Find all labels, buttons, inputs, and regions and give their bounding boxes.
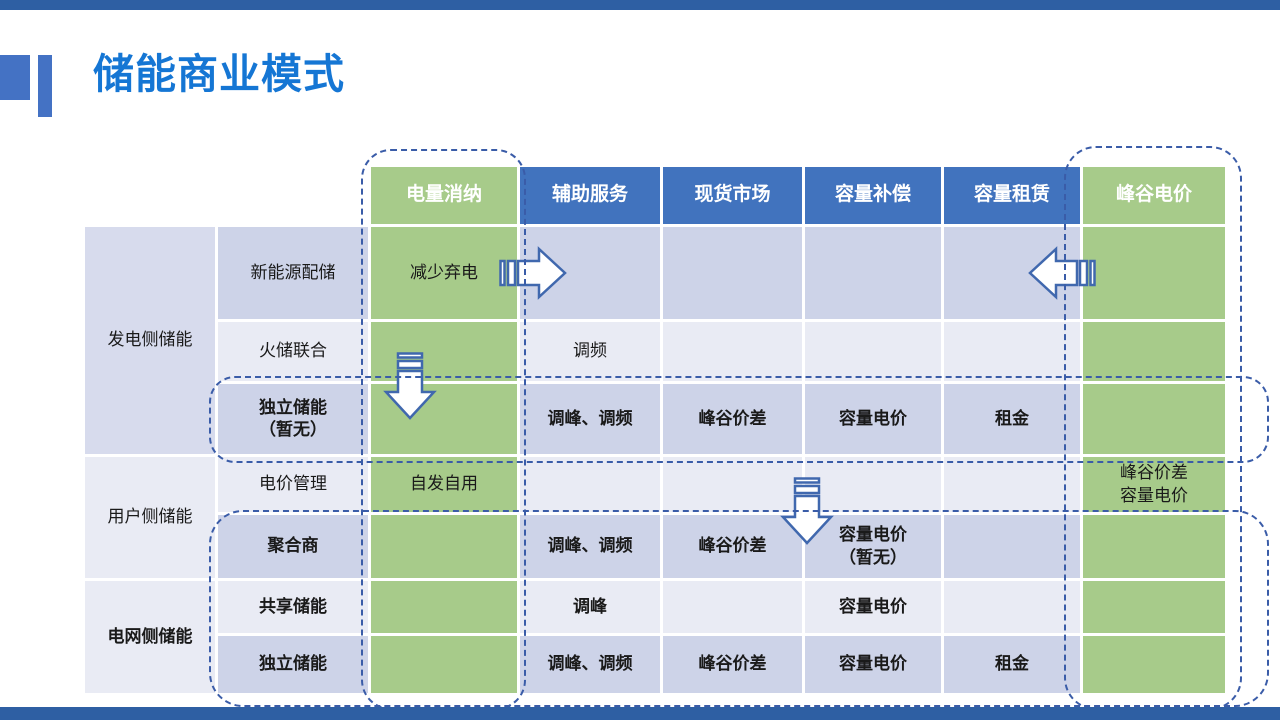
group-cell: 用户侧储能 xyxy=(85,457,215,578)
value-cell xyxy=(371,581,517,633)
business-model-table: 电量消纳 辅助服务 现货市场 容量补偿 容量租赁 峰谷电价 发电侧储能 新能源配… xyxy=(85,167,1225,693)
slide-title: 储能商业模式 xyxy=(93,51,345,97)
value-cell xyxy=(663,457,802,512)
value-cell: 调峰、调频 xyxy=(520,636,660,693)
value-cell: 调峰、调频 xyxy=(520,384,660,454)
scenario-cell: 独立储能 （暂无） xyxy=(218,384,368,454)
value-cell: 峰谷价差 xyxy=(663,384,802,454)
title-square-decoration xyxy=(0,55,30,100)
header-cell: 现货市场 xyxy=(663,167,802,224)
value-cell xyxy=(944,322,1080,381)
value-cell xyxy=(1083,322,1225,381)
value-cell xyxy=(1083,515,1225,578)
scenario-cell: 电价管理 xyxy=(218,457,368,512)
group-cell: 发电侧储能 xyxy=(85,227,215,454)
value-cell: 自发自用 xyxy=(371,457,517,512)
value-cell xyxy=(944,581,1080,633)
value-cell: 租金 xyxy=(944,636,1080,693)
value-cell: 减少弃电 xyxy=(371,227,517,319)
value-cell: 调峰、调频 xyxy=(520,515,660,578)
value-cell: 峰谷价差 容量电价 xyxy=(1083,457,1225,512)
value-cell xyxy=(805,457,941,512)
scenario-cell: 火储联合 xyxy=(218,322,368,381)
value-cell xyxy=(805,322,941,381)
header-cell: 峰谷电价 xyxy=(1083,167,1225,224)
value-cell xyxy=(1083,636,1225,693)
value-cell: 租金 xyxy=(944,384,1080,454)
header-cell: 辅助服务 xyxy=(520,167,660,224)
scenario-cell: 聚合商 xyxy=(218,515,368,578)
top-accent-bar xyxy=(0,0,1280,10)
title-bar-decoration xyxy=(38,55,52,117)
value-cell: 峰谷价差 xyxy=(663,636,802,693)
scenario-cell: 新能源配储 xyxy=(218,227,368,319)
header-cell: 容量补偿 xyxy=(805,167,941,224)
value-cell xyxy=(1083,384,1225,454)
striped-left-arrow-icon xyxy=(1028,242,1096,304)
value-cell: 容量电价 xyxy=(805,384,941,454)
value-cell: 调频 xyxy=(520,322,660,381)
value-cell: 容量电价 xyxy=(805,636,941,693)
value-cell xyxy=(944,457,1080,512)
value-cell: 峰谷价差 xyxy=(663,515,802,578)
header-cell: 电量消纳 xyxy=(371,167,517,224)
striped-down-arrow-icon xyxy=(779,477,835,545)
value-cell xyxy=(1083,227,1225,319)
striped-down-arrow-icon xyxy=(382,352,438,420)
value-cell xyxy=(371,636,517,693)
value-cell xyxy=(663,227,802,319)
value-cell xyxy=(805,227,941,319)
value-cell: 容量电价 （暂无） xyxy=(805,515,941,578)
value-cell: 调峰 xyxy=(520,581,660,633)
value-cell xyxy=(944,515,1080,578)
value-cell: 容量电价 xyxy=(805,581,941,633)
value-cell xyxy=(663,581,802,633)
value-cell xyxy=(1083,581,1225,633)
header-spacer xyxy=(218,167,368,224)
header-spacer xyxy=(85,167,215,224)
value-cell xyxy=(520,457,660,512)
scenario-cell: 独立储能 xyxy=(218,636,368,693)
value-cell xyxy=(663,322,802,381)
group-cell: 电网侧储能 xyxy=(85,581,215,693)
value-cell xyxy=(371,322,517,381)
value-cell xyxy=(371,515,517,578)
bottom-accent-bar xyxy=(0,707,1280,720)
header-cell: 容量租赁 xyxy=(944,167,1080,224)
scenario-cell: 共享储能 xyxy=(218,581,368,633)
striped-right-arrow-icon xyxy=(499,242,567,304)
